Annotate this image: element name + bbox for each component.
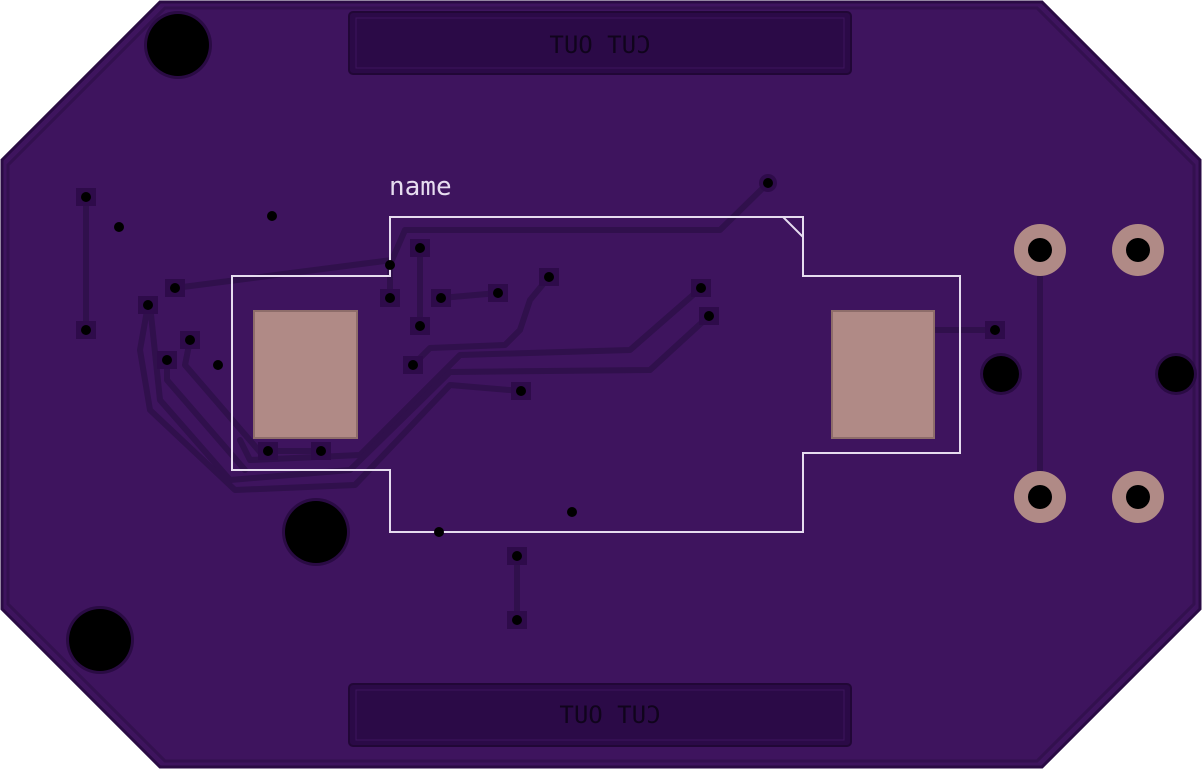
through-hole-pads — [1014, 224, 1164, 523]
board-edge-bevel — [6, 6, 1196, 763]
cutout-top-label: CUT OUT — [549, 31, 650, 59]
component-name-label: name — [389, 172, 452, 202]
cutout-top — [348, 11, 852, 75]
cutout-bottom — [348, 683, 852, 747]
component-silkscreen-outline — [231, 216, 961, 533]
smd-pad-left — [253, 310, 358, 439]
mounting-holes — [66, 11, 1197, 674]
vias — [76, 174, 1005, 629]
pin1-marker — [780, 216, 804, 240]
cutout-bottom-label: CUT OUT — [559, 701, 660, 729]
smd-pad-right — [831, 310, 935, 439]
